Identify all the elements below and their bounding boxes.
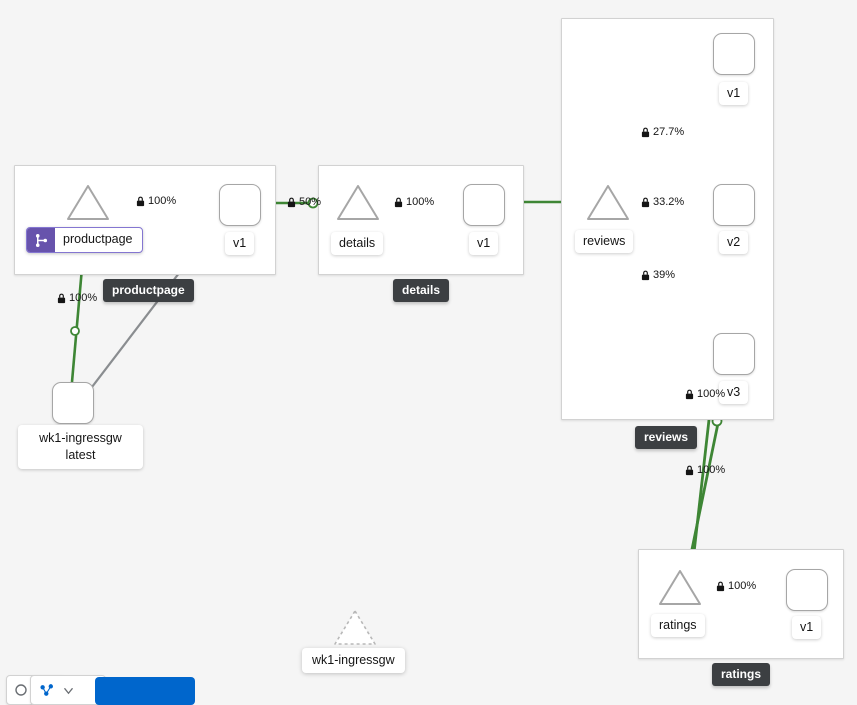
mtls-lock-icon xyxy=(685,465,694,476)
mtls-lock-icon xyxy=(641,270,650,281)
node-label-text: productpage xyxy=(63,232,133,246)
node-ratings-service[interactable] xyxy=(658,569,702,607)
mtls-lock-icon xyxy=(394,197,403,208)
edge-label-text: 50% xyxy=(299,196,322,208)
mtls-lock-icon xyxy=(641,127,650,138)
graph-bottom-toolbar[interactable] xyxy=(0,673,857,705)
node-productpage-service[interactable] xyxy=(66,184,110,222)
edge-label-reviews-v1: 27.7% xyxy=(641,127,684,138)
edge-label-reviewsv3-ratings-upper: 100% xyxy=(685,389,725,400)
node-label-reviews-v1: v1 xyxy=(719,82,749,105)
node-label-ratings-service: ratings xyxy=(651,614,705,637)
node-reviews-v2[interactable] xyxy=(713,184,755,226)
node-label-reviews-service: reviews xyxy=(575,230,634,253)
graph-topology-icon xyxy=(40,684,53,696)
node-reviews-v1[interactable] xyxy=(713,33,755,75)
node-wk1-ingressgw[interactable] xyxy=(52,382,94,424)
node-label-wk1-ingressgw: wk1-ingressgw latest xyxy=(18,425,143,469)
mtls-lock-icon xyxy=(136,196,145,207)
app-box-label-details: details xyxy=(393,279,450,302)
legend-icon xyxy=(15,684,27,696)
mtls-lock-icon xyxy=(716,581,725,592)
edge-label-text: 100% xyxy=(148,195,177,207)
edge-label-text: 100% xyxy=(728,580,757,592)
node-label-line2: latest xyxy=(65,448,96,462)
node-reviews-v3[interactable] xyxy=(713,333,755,375)
node-label-reviews-v3: v3 xyxy=(719,381,749,404)
node-label-details-v1: v1 xyxy=(469,232,499,255)
edge-label-text: 27.7% xyxy=(653,126,685,138)
edge-label-productpage-v1: 100% xyxy=(136,196,176,207)
edge-label-reviews-v2: 33.2% xyxy=(641,197,684,208)
mtls-lock-icon xyxy=(641,197,650,208)
node-label-line1: wk1-ingressgw xyxy=(39,431,122,445)
node-label-productpage-v1: v1 xyxy=(225,232,255,255)
edge-label-text: 100% xyxy=(697,464,726,476)
node-reviews-service[interactable] xyxy=(586,184,630,222)
toolbar-primary-button[interactable] xyxy=(95,677,195,705)
edge-label-text: 33.2% xyxy=(653,196,685,208)
app-box-label-ratings: ratings xyxy=(712,663,771,686)
edge-label-text: 100% xyxy=(406,196,435,208)
virtualservice-badge-icon xyxy=(27,228,55,252)
edge-label-text: 100% xyxy=(697,388,726,400)
edge-label-ingress-productpage: 100% xyxy=(57,293,97,304)
node-details-v1[interactable] xyxy=(463,184,505,226)
node-label-ratings-v1: v1 xyxy=(792,616,822,639)
node-details-service[interactable] xyxy=(336,184,380,222)
edge-label-ratings-v1: 100% xyxy=(716,581,756,592)
node-ratings-v1[interactable] xyxy=(786,569,828,611)
ghost-node-label: wk1-ingressgw xyxy=(302,648,405,673)
edge-label-reviewsv2-ratings-lower: 100% xyxy=(685,465,725,476)
edge-label-details-v1: 100% xyxy=(394,197,434,208)
app-box-label-reviews: reviews xyxy=(635,426,698,449)
node-label-details-service: details xyxy=(331,232,384,255)
edge-label-text: 100% xyxy=(69,292,98,304)
node-label-productpage-service: productpage xyxy=(26,227,143,253)
mtls-lock-icon xyxy=(685,389,694,400)
mtls-lock-icon xyxy=(57,293,66,304)
app-box-label-productpage: productpage xyxy=(103,279,194,302)
edge-label-reviews-v3: 39% xyxy=(641,270,675,281)
node-label-reviews-v2: v2 xyxy=(719,231,749,254)
chevron-down-icon xyxy=(64,687,73,694)
node-productpage-v1[interactable] xyxy=(219,184,261,226)
ghost-node-wk1-ingressgw[interactable] xyxy=(332,608,378,648)
edge-label-productpage-details: 50% xyxy=(287,197,321,208)
edge-label-text: 39% xyxy=(653,269,676,281)
mtls-lock-icon xyxy=(287,197,296,208)
